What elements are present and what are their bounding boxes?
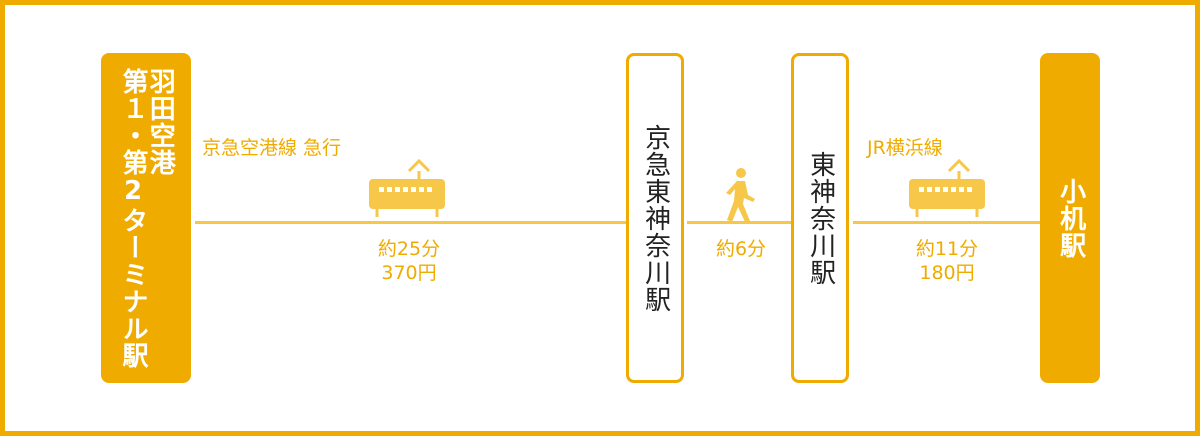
segment-2-info: 約6分 (697, 237, 785, 261)
station-haneda-airport[interactable]: 羽田空港 第１・第2ターミナル駅 (101, 53, 191, 383)
station-kozukue[interactable]: 小机駅 (1040, 53, 1100, 383)
walking-person-icon (726, 168, 755, 222)
segment-3-fare: 180円 (919, 262, 975, 284)
segment-1-fare: 370円 (381, 262, 437, 284)
segment-3-time: 約11分 (915, 238, 979, 260)
segment-1-info: 約25分 370円 (361, 237, 457, 285)
segment-1-line-label: 京急空港線 急行 (202, 137, 342, 159)
train-icon (369, 158, 445, 217)
station-keikyu-higashikanagawa-label: 京急東神奈川駅 (640, 123, 671, 313)
segment-1-time: 約25分 (377, 238, 441, 260)
track-line-segment-1 (195, 221, 631, 224)
station-keikyu-higashikanagawa[interactable]: 京急東神奈川駅 (626, 53, 684, 383)
station-higashikanagawa[interactable]: 東神奈川駅 (791, 53, 849, 383)
station-higashikanagawa-label: 東神奈川駅 (805, 150, 836, 286)
station-kozukue-label: 小机駅 (1055, 177, 1086, 259)
segment-2-time: 約6分 (715, 238, 767, 260)
train-icon (909, 158, 985, 217)
segment-3-info: 約11分 180円 (901, 237, 993, 285)
track-line-segment-3 (853, 221, 1047, 224)
track-line-segment-2 (687, 221, 797, 224)
station-haneda-airport-label: 羽田空港 第１・第2ターミナル駅 (118, 67, 176, 369)
segment-3-line-label: JR横浜線 (867, 137, 943, 159)
